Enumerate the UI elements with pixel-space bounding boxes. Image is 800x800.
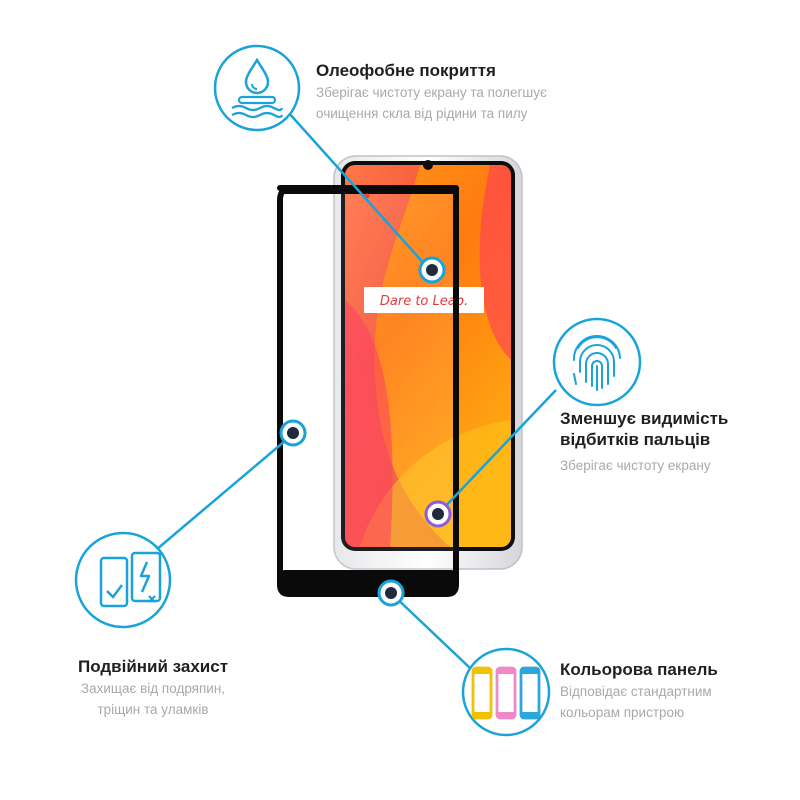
colored-phones-icon xyxy=(461,647,551,737)
feature-title: Зменшує видимість xyxy=(560,409,729,428)
marker-double xyxy=(279,419,307,447)
feature-color-frame: Кольорова панель Відповідає стандартним … xyxy=(560,659,790,723)
feature-desc: Захищає від подряпин, xyxy=(80,681,226,696)
feature-double-protection: Подвійний захист Захищає від подряпин, т… xyxy=(58,656,248,720)
marker-oleophobic xyxy=(418,256,446,284)
screen-slogan: Dare to Leap. xyxy=(380,294,468,309)
connector-lines xyxy=(149,111,557,669)
marker-fingerprint xyxy=(424,500,452,528)
feature-title: Подвійний захист xyxy=(77,657,229,676)
feature-desc: Відповідає стандартним xyxy=(560,684,712,699)
marker-color xyxy=(377,579,405,607)
feature-desc: тріщин та уламків xyxy=(97,702,209,717)
feature-desc: Зберігає чистоту екрану xyxy=(560,458,711,473)
water-drop-icon xyxy=(213,44,301,132)
fingerprint-icon xyxy=(552,317,642,407)
phone: Dare to Leap. xyxy=(333,155,523,570)
feature-oleophobic: Олеофобне покриття Зберігає чистоту екра… xyxy=(316,60,616,124)
camera-notch xyxy=(423,160,433,170)
shield-glass-icon xyxy=(74,531,172,629)
feature-desc: Зберігає чистоту екрану та полегшує xyxy=(316,85,547,100)
feature-title: Кольорова панель xyxy=(560,660,718,679)
phone-screen: Dare to Leap. xyxy=(345,165,511,547)
feature-desc: кольорам пристрою xyxy=(560,705,685,720)
feature-desc: очищення скла від рідини та пилу xyxy=(316,106,528,121)
glass-protector xyxy=(277,185,459,597)
feature-fingerprint: Зменшує видимість відбитків пальців Збер… xyxy=(560,408,790,476)
feature-title: відбитків пальців xyxy=(560,430,711,449)
feature-title: Олеофобне покриття xyxy=(316,61,496,80)
